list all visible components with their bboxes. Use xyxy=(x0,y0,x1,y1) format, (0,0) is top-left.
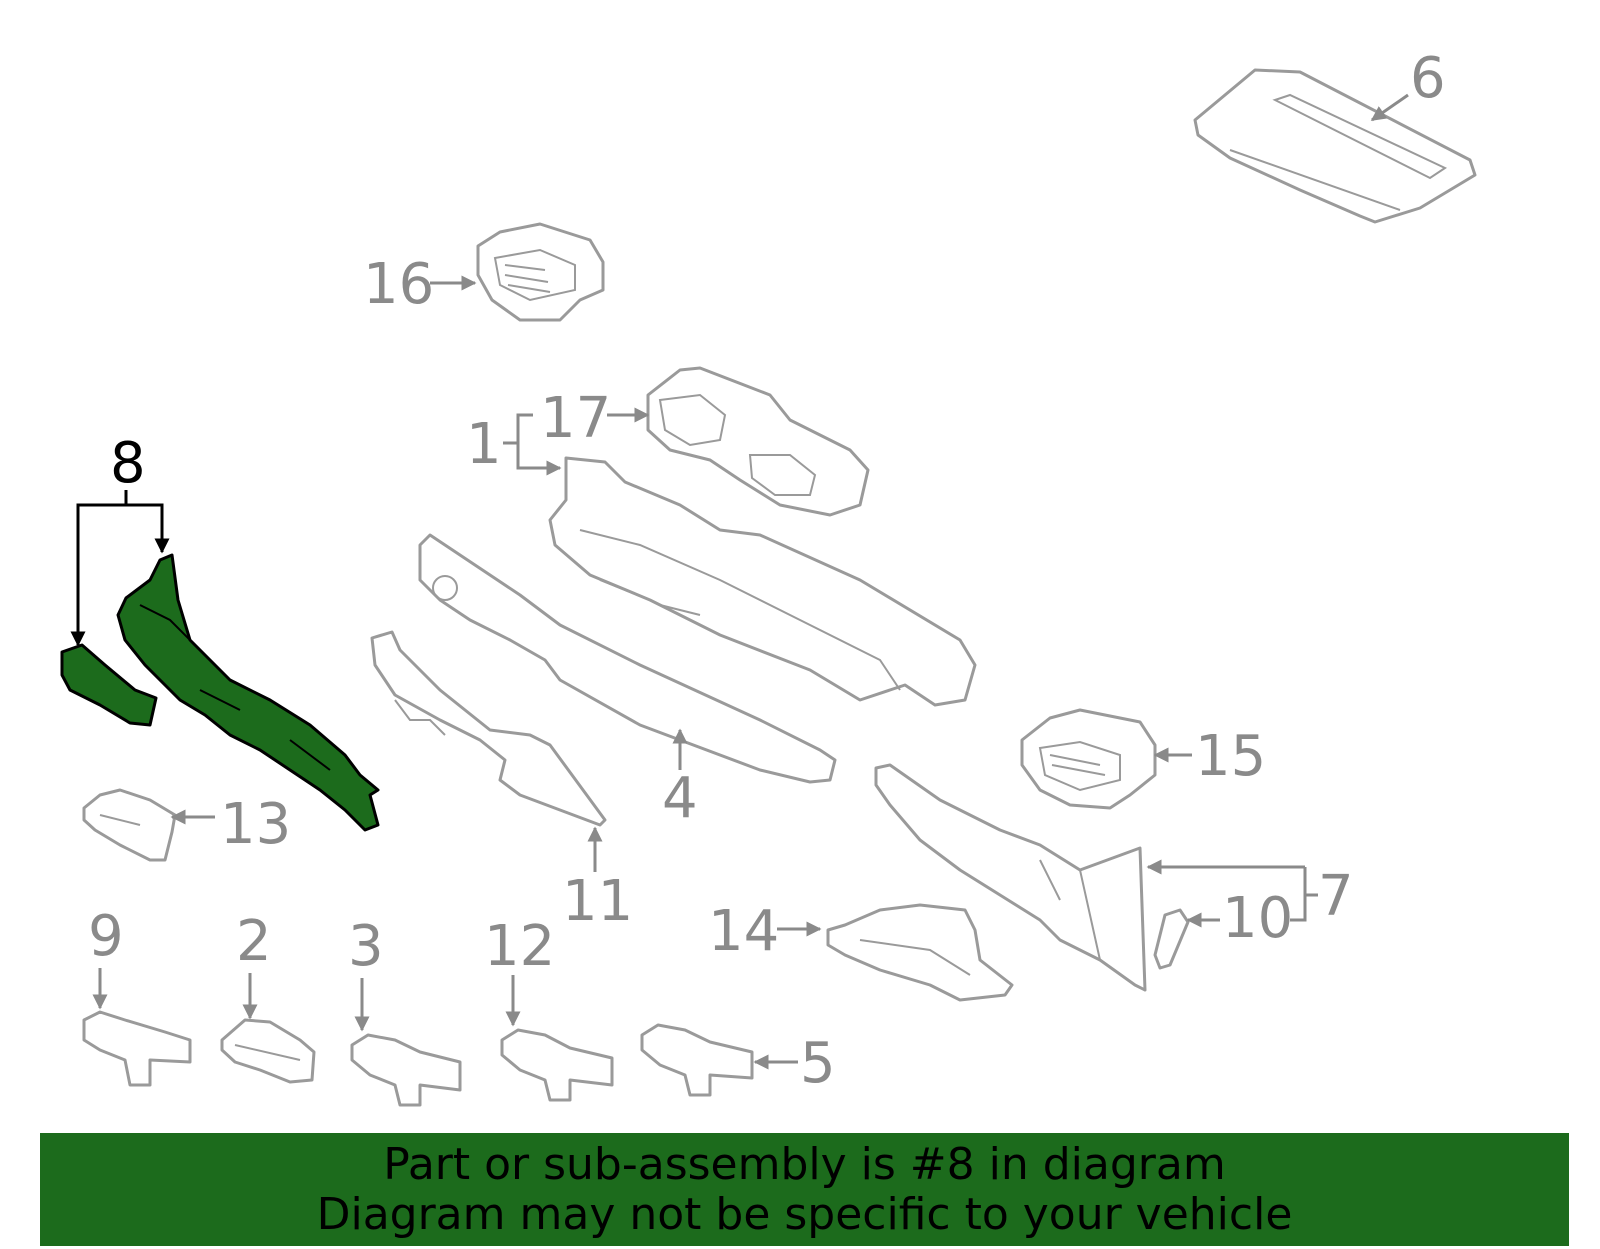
part-6-display-panel xyxy=(1193,68,1477,224)
callout-16: 16 xyxy=(363,252,434,317)
callout-15: 15 xyxy=(1195,724,1266,789)
part-12-clip xyxy=(500,1028,614,1102)
part-13-clip xyxy=(82,788,177,862)
callout-14: 14 xyxy=(708,899,779,964)
callout-2: 2 xyxy=(236,909,272,974)
callout-7: 7 xyxy=(1318,864,1354,929)
part-4-trim-strip xyxy=(418,533,837,784)
part-17-center-vents xyxy=(646,366,870,517)
part-3-clip xyxy=(350,1033,462,1107)
callout-10: 10 xyxy=(1222,886,1293,951)
part-16-air-vent xyxy=(476,222,605,322)
part-8-glovebox-trim xyxy=(60,553,380,832)
part-10-fastener xyxy=(1153,908,1190,970)
callout-9: 9 xyxy=(88,904,124,969)
part-7-lower-bracket xyxy=(874,763,1147,992)
callout-12: 12 xyxy=(484,914,555,979)
callout-11: 11 xyxy=(562,869,633,934)
info-banner: Part or sub-assembly is #8 in diagram Di… xyxy=(40,1133,1569,1246)
callout-6: 6 xyxy=(1410,46,1446,111)
banner-line-1: Part or sub-assembly is #8 in diagram xyxy=(383,1139,1226,1190)
part-9-clip xyxy=(82,1010,192,1087)
callout-4: 4 xyxy=(662,766,698,831)
banner-line-2: Diagram may not be specific to your vehi… xyxy=(316,1189,1293,1240)
callout-labels: 6 16 17 1 4 11 15 7 10 14 13 9 2 3 12 5 … xyxy=(88,46,1446,1096)
part-5-clip xyxy=(640,1023,754,1097)
part-11-bracket xyxy=(370,630,607,827)
callout-8: 8 xyxy=(110,431,146,496)
part-1-upper-dash xyxy=(548,456,977,707)
callout-3: 3 xyxy=(348,914,384,979)
leader-lines xyxy=(70,93,1409,1070)
callout-17: 17 xyxy=(540,386,611,451)
callout-5: 5 xyxy=(800,1031,836,1096)
callout-13: 13 xyxy=(220,792,291,857)
part-15-air-vent xyxy=(1020,708,1157,810)
part-14-bracket xyxy=(826,903,1014,1002)
part-2-clip xyxy=(220,1018,316,1084)
callout-1: 1 xyxy=(466,412,502,477)
